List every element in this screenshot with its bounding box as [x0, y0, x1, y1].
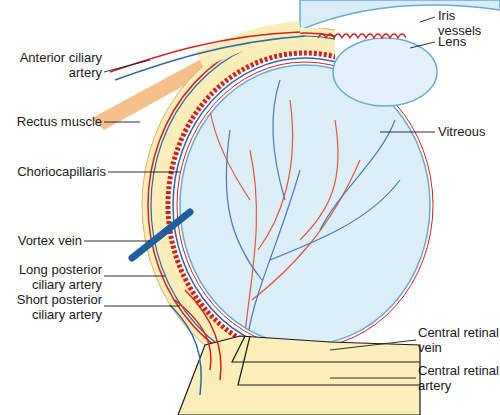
sclera-front	[200, 30, 300, 60]
part-label: Long posterior ciliary artery	[2, 262, 102, 292]
vitreous-body	[180, 65, 430, 345]
lens	[333, 38, 437, 106]
part-label: Rectus muscle	[2, 114, 102, 129]
part-label: Short posterior ciliary artery	[2, 292, 102, 322]
vortex-vein	[132, 212, 190, 258]
short-posterior-ciliary-artery	[175, 290, 221, 380]
posterior-vein	[170, 305, 201, 395]
choriocapillaris-band	[168, 53, 335, 348]
iris-vessels	[318, 34, 406, 38]
part-label: Central retinal vein	[418, 325, 500, 355]
central-retinal-artery	[238, 336, 420, 385]
part-label: Anterior ciliary artery	[2, 50, 102, 80]
anterior-ciliary-vein	[115, 36, 305, 80]
leader-lines	[84, 17, 435, 378]
central-retinal-vein	[232, 336, 420, 362]
part-label: Vortex vein	[2, 233, 82, 248]
part-label: Choriocapillaris	[2, 164, 106, 179]
vein-line	[151, 36, 335, 348]
part-label: Iris vessels	[438, 8, 500, 38]
retinal-vessels	[210, 80, 400, 335]
sclera	[155, 40, 335, 348]
sclera-outline	[142, 28, 335, 348]
part-label: Central retinal artery	[418, 363, 500, 393]
optic-nerve	[178, 336, 420, 415]
part-label: Vitreous	[438, 124, 500, 139]
part-label: Lens	[438, 34, 498, 49]
